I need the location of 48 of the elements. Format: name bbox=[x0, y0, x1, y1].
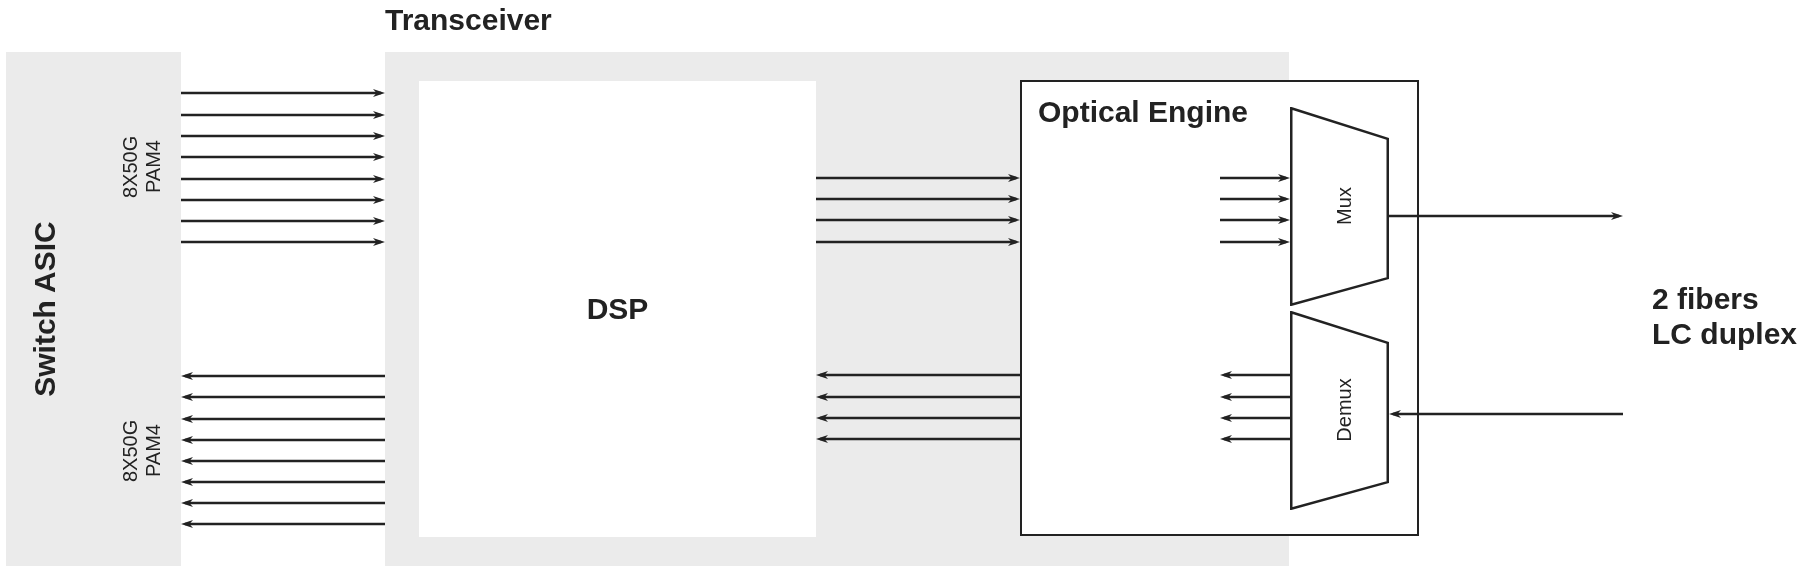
block-label: DSP bbox=[586, 291, 649, 327]
arrow bbox=[181, 415, 385, 423]
arrow bbox=[181, 153, 385, 161]
connector-label: 2 fibers LC duplex bbox=[1652, 282, 1798, 351]
arrow bbox=[1220, 393, 1290, 401]
arrow bbox=[816, 238, 1020, 246]
arrow bbox=[181, 393, 385, 401]
block-label: Switch ASIC bbox=[28, 221, 62, 397]
arrow bbox=[181, 372, 385, 380]
lane-label: 8X50G PAM4 bbox=[119, 418, 165, 485]
arrow bbox=[1220, 435, 1290, 443]
arrow bbox=[816, 435, 1020, 443]
arrow bbox=[181, 499, 385, 507]
arrow bbox=[181, 132, 385, 140]
arrow bbox=[181, 238, 385, 246]
block-label: Mux bbox=[1332, 187, 1356, 225]
trapezoid-block bbox=[1289, 106, 1389, 306]
arrow bbox=[1220, 195, 1290, 203]
arrow bbox=[181, 196, 385, 204]
trapezoid-block bbox=[1289, 310, 1389, 510]
arrow bbox=[816, 216, 1020, 224]
arrow bbox=[1389, 410, 1623, 418]
arrow bbox=[181, 89, 385, 97]
arrow bbox=[181, 217, 385, 225]
section-title: Optical Engine bbox=[1038, 95, 1249, 130]
module-box bbox=[1020, 80, 1419, 536]
arrow bbox=[1220, 371, 1290, 379]
block-label: Demux bbox=[1332, 378, 1356, 442]
section-title: Transceiver bbox=[385, 3, 552, 38]
arrow bbox=[181, 436, 385, 444]
lane-label: 8X50G PAM4 bbox=[119, 134, 165, 201]
arrow bbox=[181, 111, 385, 119]
arrow bbox=[181, 478, 385, 486]
arrow bbox=[816, 195, 1020, 203]
process-box bbox=[419, 81, 816, 537]
arrow bbox=[816, 393, 1020, 401]
arrow bbox=[816, 371, 1020, 379]
arrow bbox=[181, 520, 385, 528]
arrow bbox=[1389, 212, 1623, 220]
arrow bbox=[181, 457, 385, 465]
module-band bbox=[6, 52, 181, 566]
arrow bbox=[1220, 238, 1290, 246]
arrow bbox=[1220, 174, 1290, 182]
arrow bbox=[1220, 216, 1290, 224]
arrow bbox=[1220, 414, 1290, 422]
arrow bbox=[816, 414, 1020, 422]
arrow bbox=[181, 175, 385, 183]
arrow bbox=[816, 174, 1020, 182]
